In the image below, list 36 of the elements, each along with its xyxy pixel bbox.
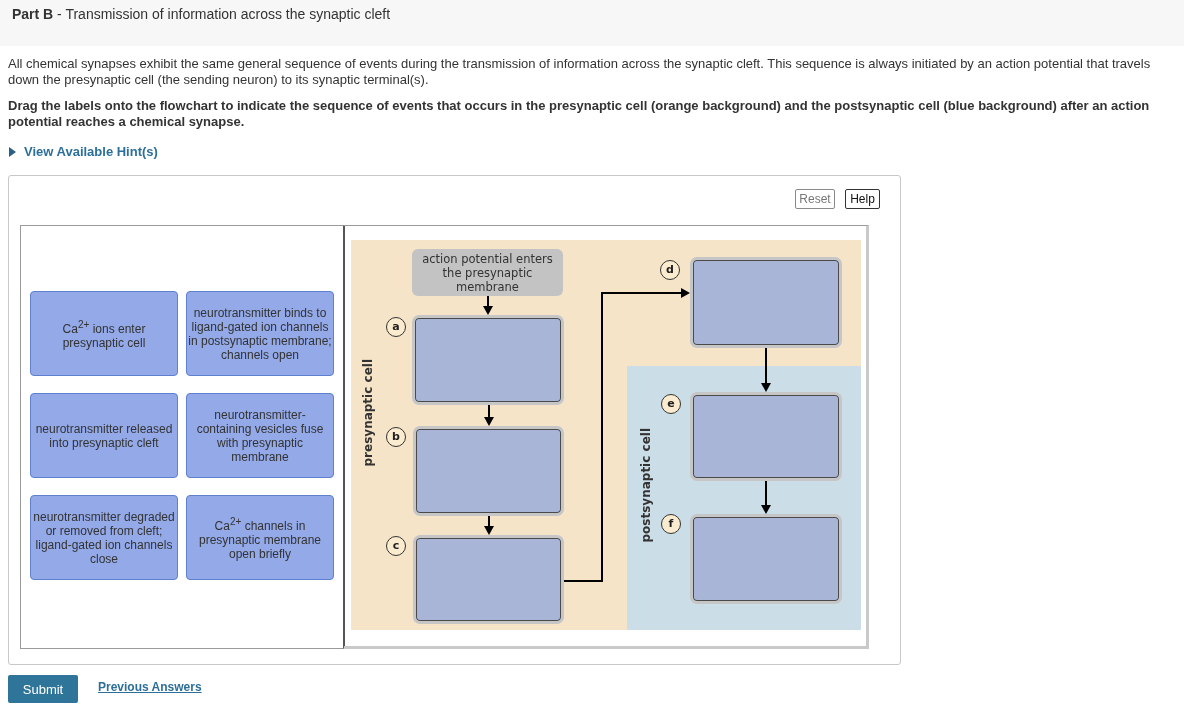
- drop-target: [413, 535, 564, 624]
- arrow: [483, 295, 493, 315]
- label-card: neurotransmitter-containing vesicles fuse with presynaptic membrane: [186, 393, 334, 478]
- instruction-text: Drag the labels onto the flowchart to indicate the sequence of events that occurs in the presynaptic cell (orange background) and the postsynaptic cell (blue background) after an action potential reaches a chemical synapse.: [8, 98, 1151, 130]
- arrow: [563, 288, 690, 582]
- drop-target: [412, 315, 564, 405]
- callout-letter: c: [386, 536, 406, 556]
- event-box: action potential enters the presynaptic membrane: [412, 249, 563, 296]
- callout-letter: e: [661, 394, 681, 414]
- instruction-text: All chemical synapses exhibit the same general sequence of events during the transmission of information across the synaptic cleft. This sequence is always initiated by an action potential that travels down the presynaptic cell (the sending neuron) to its synaptic terminal(s).: [8, 56, 1152, 88]
- cell-label: presynaptic cell: [361, 358, 375, 466]
- cell-label: postsynaptic cell: [639, 427, 653, 543]
- label-card: Ca$^{2+}$ ions enter presynaptic cell: [30, 291, 178, 376]
- previous-answers-link: Previous Answers: [98, 679, 202, 695]
- drop-target: [690, 392, 842, 481]
- arrow: [761, 347, 771, 392]
- label-card: neurotransmitter binds to ligand-gated ion channels in postsynaptic membrane; channels open: [186, 291, 334, 376]
- arrow: [484, 404, 494, 426]
- help-button: Help: [845, 189, 880, 209]
- arrow: [761, 480, 771, 514]
- cell-region: [627, 366, 861, 630]
- label-card: neurotransmitter released into presynaptic cleft: [30, 393, 178, 478]
- reset-button: Reset: [795, 189, 835, 209]
- submit-button: Submit: [8, 675, 78, 703]
- drop-target: [690, 514, 842, 604]
- page-title: Part B - Transmission of information across the synaptic cleft: [12, 5, 391, 23]
- callout-letter: d: [660, 260, 680, 280]
- label-card: Ca$^{2+}$ channels in presynaptic membrane open briefly: [186, 495, 334, 580]
- label-card: neurotransmitter degraded or removed from cleft; ligand-gated ion channels close: [30, 495, 178, 580]
- drop-target: [413, 426, 564, 516]
- callout-letter: b: [386, 427, 406, 447]
- arrow: [484, 515, 494, 535]
- hint-link: View Available Hint(s): [9, 144, 158, 160]
- drop-target: [690, 257, 842, 348]
- callout-letter: a: [386, 317, 406, 337]
- callout-letter: f: [661, 514, 681, 534]
